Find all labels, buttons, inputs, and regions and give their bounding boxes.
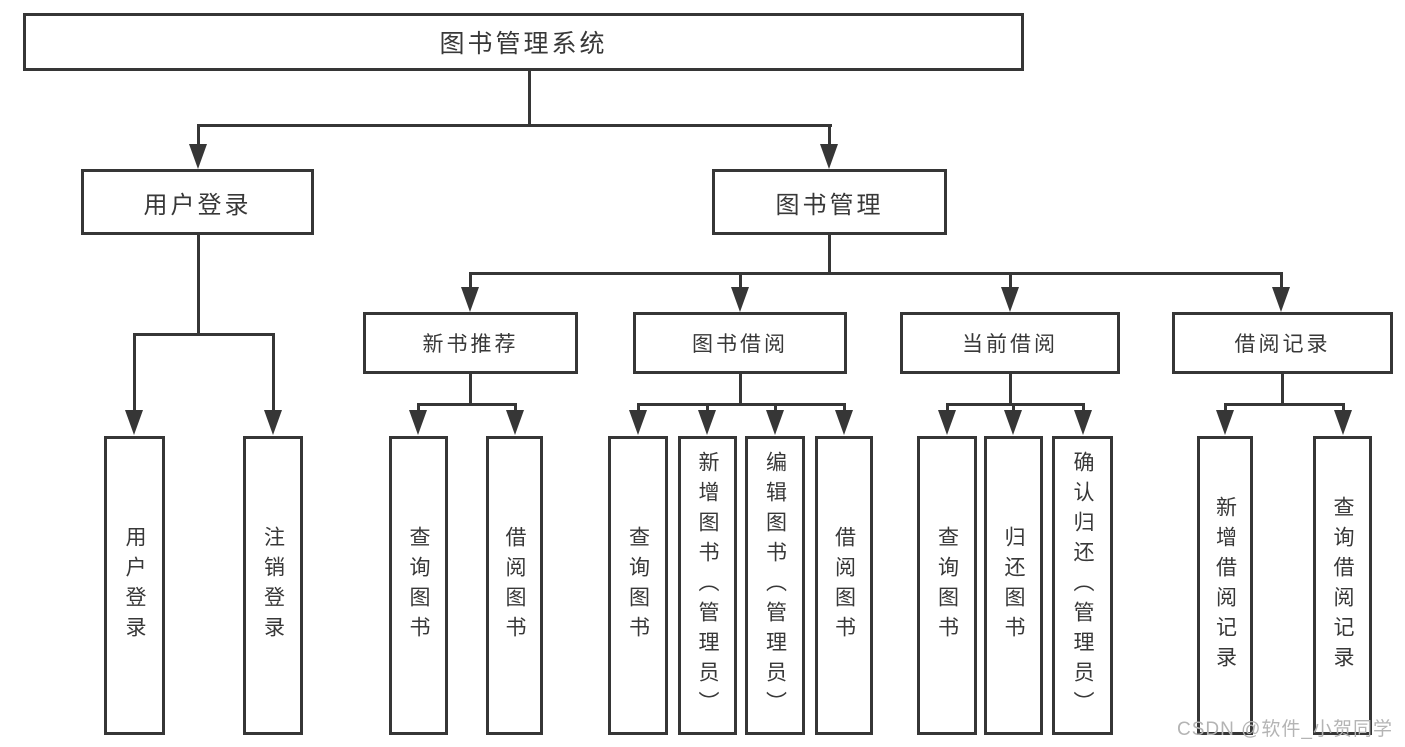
leaf-user-login-label: 用户登录 bbox=[123, 525, 146, 646]
connector-current-borrow-drop bbox=[1009, 272, 1012, 294]
connector-borrow-record-stem bbox=[1281, 374, 1284, 405]
arrowhead-book-mgmt bbox=[820, 144, 838, 169]
leaf-newbook-search: 查询图书 bbox=[389, 436, 448, 735]
arrowhead-current-borrow bbox=[1001, 287, 1019, 312]
node-root-label: 图书管理系统 bbox=[439, 30, 608, 58]
arrowhead-book-borrow bbox=[731, 287, 749, 312]
connector-borrow-record-drop bbox=[1280, 272, 1283, 294]
connector-book-mgmt-branch bbox=[469, 272, 1281, 275]
connector-logout-leaf-drop bbox=[272, 333, 275, 413]
leaf-current-search: 查询图书 bbox=[917, 436, 977, 735]
arrowhead-leaf bbox=[1004, 410, 1022, 435]
leaf-borrow-search: 查询图书 bbox=[608, 436, 668, 735]
node-new-book: 新书推荐 bbox=[363, 312, 578, 374]
leaf-borrow-add: 新增图书（管理员） bbox=[678, 436, 737, 735]
node-book-mgmt: 图书管理 bbox=[712, 169, 947, 235]
leaf-borrow-search-label: 查询图书 bbox=[626, 525, 650, 646]
leaf-current-return: 归还图书 bbox=[984, 436, 1043, 735]
node-book-borrow-label: 图书借阅 bbox=[692, 333, 788, 356]
arrowhead-user-login bbox=[189, 144, 207, 169]
arrowhead-leaf bbox=[409, 410, 427, 435]
connector-login-leaf-drop bbox=[133, 333, 136, 413]
node-book-mgmt-label: 图书管理 bbox=[775, 191, 884, 219]
connector-borrow-record-leafbranch bbox=[1224, 403, 1344, 406]
node-current-borrow: 当前借阅 bbox=[900, 312, 1120, 374]
leaf-logout: 注销登录 bbox=[243, 436, 303, 735]
leaf-newbook-borrow: 借阅图书 bbox=[486, 436, 543, 735]
leaf-borrow-edit: 编辑图书（管理员） bbox=[745, 436, 805, 735]
node-current-borrow-label: 当前借阅 bbox=[962, 333, 1058, 356]
leaf-borrow-borrow: 借阅图书 bbox=[815, 436, 873, 735]
arrowhead-leaf bbox=[629, 410, 647, 435]
connector-user-login-stem bbox=[197, 234, 200, 336]
arrowhead-leaf bbox=[835, 410, 853, 435]
leaf-current-confirm-label: 确认归还（管理员） bbox=[1071, 450, 1094, 721]
leaf-record-add-label: 新增借阅记录 bbox=[1213, 495, 1237, 676]
leaf-record-search: 查询借阅记录 bbox=[1313, 436, 1372, 735]
connector-user-login-branch bbox=[133, 333, 275, 336]
connector-book-mgmt-drop bbox=[828, 124, 831, 150]
arrowhead-leaf bbox=[1074, 410, 1092, 435]
arrowhead-login-leaf bbox=[125, 410, 143, 435]
connector-root-branch bbox=[197, 124, 832, 127]
node-borrow-record: 借阅记录 bbox=[1172, 312, 1393, 374]
connector-book-borrow-leafbranch bbox=[637, 403, 845, 406]
leaf-borrow-edit-label: 编辑图书（管理员） bbox=[763, 450, 787, 721]
connector-book-mgmt-stem bbox=[828, 234, 831, 275]
leaf-current-return-label: 归还图书 bbox=[1002, 525, 1025, 646]
connector-user-login-drop bbox=[197, 124, 200, 150]
arrowhead-new-book bbox=[461, 287, 479, 312]
arrowhead-logout-leaf bbox=[264, 410, 282, 435]
connector-current-borrow-leafbranch bbox=[946, 403, 1084, 406]
leaf-record-search-label: 查询借阅记录 bbox=[1331, 495, 1354, 676]
connector-current-borrow-stem bbox=[1009, 374, 1012, 405]
leaf-logout-label: 注销登录 bbox=[261, 525, 285, 646]
leaf-newbook-search-label: 查询图书 bbox=[407, 525, 430, 646]
leaf-current-confirm: 确认归还（管理员） bbox=[1052, 436, 1113, 735]
arrowhead-leaf bbox=[698, 410, 716, 435]
connector-new-book-drop bbox=[469, 272, 472, 294]
arrowhead-leaf bbox=[1216, 410, 1234, 435]
node-user-login-label: 用户登录 bbox=[143, 191, 252, 219]
connector-book-borrow-stem bbox=[739, 373, 742, 405]
node-user-login: 用户登录 bbox=[81, 169, 314, 235]
leaf-borrow-add-label: 新增图书（管理员） bbox=[696, 450, 719, 721]
connector-root-stem bbox=[528, 69, 531, 127]
connector-new-book-stem bbox=[469, 373, 472, 405]
connector-book-borrow-drop bbox=[739, 272, 742, 294]
arrowhead-leaf bbox=[766, 410, 784, 435]
node-book-borrow: 图书借阅 bbox=[633, 312, 847, 374]
node-root: 图书管理系统 bbox=[23, 13, 1024, 71]
node-new-book-label: 新书推荐 bbox=[422, 333, 519, 356]
leaf-user-login: 用户登录 bbox=[104, 436, 165, 735]
leaf-borrow-borrow-label: 借阅图书 bbox=[832, 525, 856, 646]
arrowhead-borrow-record bbox=[1272, 287, 1290, 312]
node-borrow-record-label: 借阅记录 bbox=[1234, 333, 1331, 356]
leaf-record-add: 新增借阅记录 bbox=[1197, 436, 1253, 735]
leaf-current-search-label: 查询图书 bbox=[935, 525, 959, 646]
connector-new-book-leafbranch bbox=[417, 403, 516, 406]
arrowhead-leaf bbox=[938, 410, 956, 435]
leaf-newbook-borrow-label: 借阅图书 bbox=[503, 525, 526, 646]
csdn-watermark: CSDN @软件_小贺同学 bbox=[1177, 719, 1393, 740]
arrowhead-leaf bbox=[506, 410, 524, 435]
arrowhead-leaf bbox=[1334, 410, 1352, 435]
